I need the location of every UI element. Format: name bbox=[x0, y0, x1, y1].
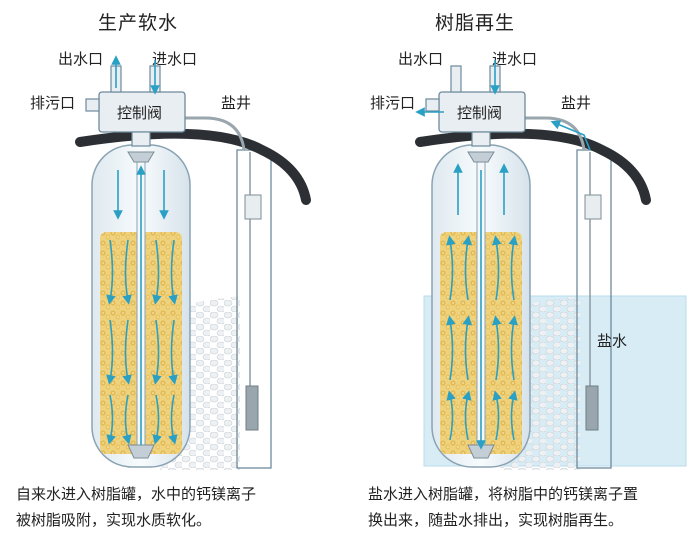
outlet-pipe bbox=[450, 65, 462, 93]
arrow-up-resin bbox=[492, 315, 502, 381]
label-control-valve: 控制阀 bbox=[117, 104, 162, 122]
panel2-caption-line2: 换出来，随盐水排出，实现树脂再生。 bbox=[368, 511, 624, 529]
brine-line bbox=[130, 116, 246, 151]
panel1-caption-line2: 被树脂吸附，实现水质软化。 bbox=[16, 511, 212, 529]
arrow-down-resin bbox=[122, 319, 132, 385]
arrow-down-resin bbox=[106, 319, 116, 385]
arrow-up-resin bbox=[508, 235, 518, 301]
arrow-down-resin bbox=[168, 319, 178, 385]
valve-neck bbox=[471, 131, 491, 147]
label-inlet: 进水口 bbox=[152, 50, 197, 68]
arrow-up-resin bbox=[492, 235, 502, 301]
panel2-caption-line1: 盐水进入树脂罐，将树脂中的钙镁离子置 bbox=[368, 485, 639, 503]
arrow-up-resin bbox=[508, 390, 518, 441]
brine-line bbox=[470, 116, 586, 151]
label-brine-well: 盐井 bbox=[561, 94, 591, 112]
top-distributor bbox=[467, 151, 495, 163]
panel2-title: 树脂再生 bbox=[435, 12, 516, 34]
arrow-down-resin bbox=[168, 239, 178, 305]
arrow-down-resin bbox=[152, 394, 162, 445]
panel1-caption: 自来水进入树脂罐，水中的钙镁离子 被树脂吸附，实现水质软化。 bbox=[16, 481, 256, 533]
valve-neck bbox=[131, 131, 151, 147]
arrow-down-resin bbox=[106, 394, 116, 445]
top-distributor bbox=[127, 151, 155, 163]
label-brine-well: 盐井 bbox=[221, 94, 251, 112]
brine-valve bbox=[585, 385, 599, 431]
arrow-down-resin bbox=[152, 239, 162, 305]
bottom-distributor bbox=[127, 444, 155, 459]
arrow-up-resin bbox=[446, 315, 456, 381]
arrow-up-resin bbox=[462, 390, 472, 441]
label-outlet: 出水口 bbox=[58, 50, 103, 68]
label-control-valve: 控制阀 bbox=[457, 104, 502, 122]
arrow-up-resin bbox=[492, 390, 502, 441]
drain-port bbox=[425, 98, 440, 112]
arrow-up-resin bbox=[508, 315, 518, 381]
arrow-up-resin bbox=[462, 235, 472, 301]
label-drain: 排污口 bbox=[30, 94, 75, 112]
drain-port bbox=[85, 98, 100, 112]
arrow-up-resin bbox=[446, 390, 456, 441]
arrow-brine-draw bbox=[550, 120, 591, 151]
arrow-down-resin bbox=[168, 394, 178, 445]
panel1-caption-line1: 自来水进入树脂罐，水中的钙镁离子 bbox=[16, 485, 257, 503]
panel2-caption: 盐水进入树脂罐，将树脂中的钙镁离子置 换出来，随盐水排出，实现树脂再生。 bbox=[368, 481, 638, 533]
label-inlet: 进水口 bbox=[492, 50, 537, 68]
arrow-up-resin bbox=[446, 235, 456, 301]
label-outlet: 出水口 bbox=[398, 50, 443, 68]
label-brine: 盐水 bbox=[597, 332, 627, 350]
brine-valve bbox=[245, 385, 259, 431]
panel1-title: 生产软水 bbox=[98, 12, 179, 34]
arrow-down-resin bbox=[122, 239, 132, 305]
arrow-down-resin bbox=[122, 394, 132, 445]
brine-float bbox=[244, 194, 262, 220]
label-drain: 排污口 bbox=[370, 94, 415, 112]
arrow-up-resin bbox=[462, 315, 472, 381]
arrow-down-resin bbox=[106, 239, 116, 305]
brine-float bbox=[584, 194, 602, 220]
arrow-down-resin bbox=[152, 319, 162, 385]
